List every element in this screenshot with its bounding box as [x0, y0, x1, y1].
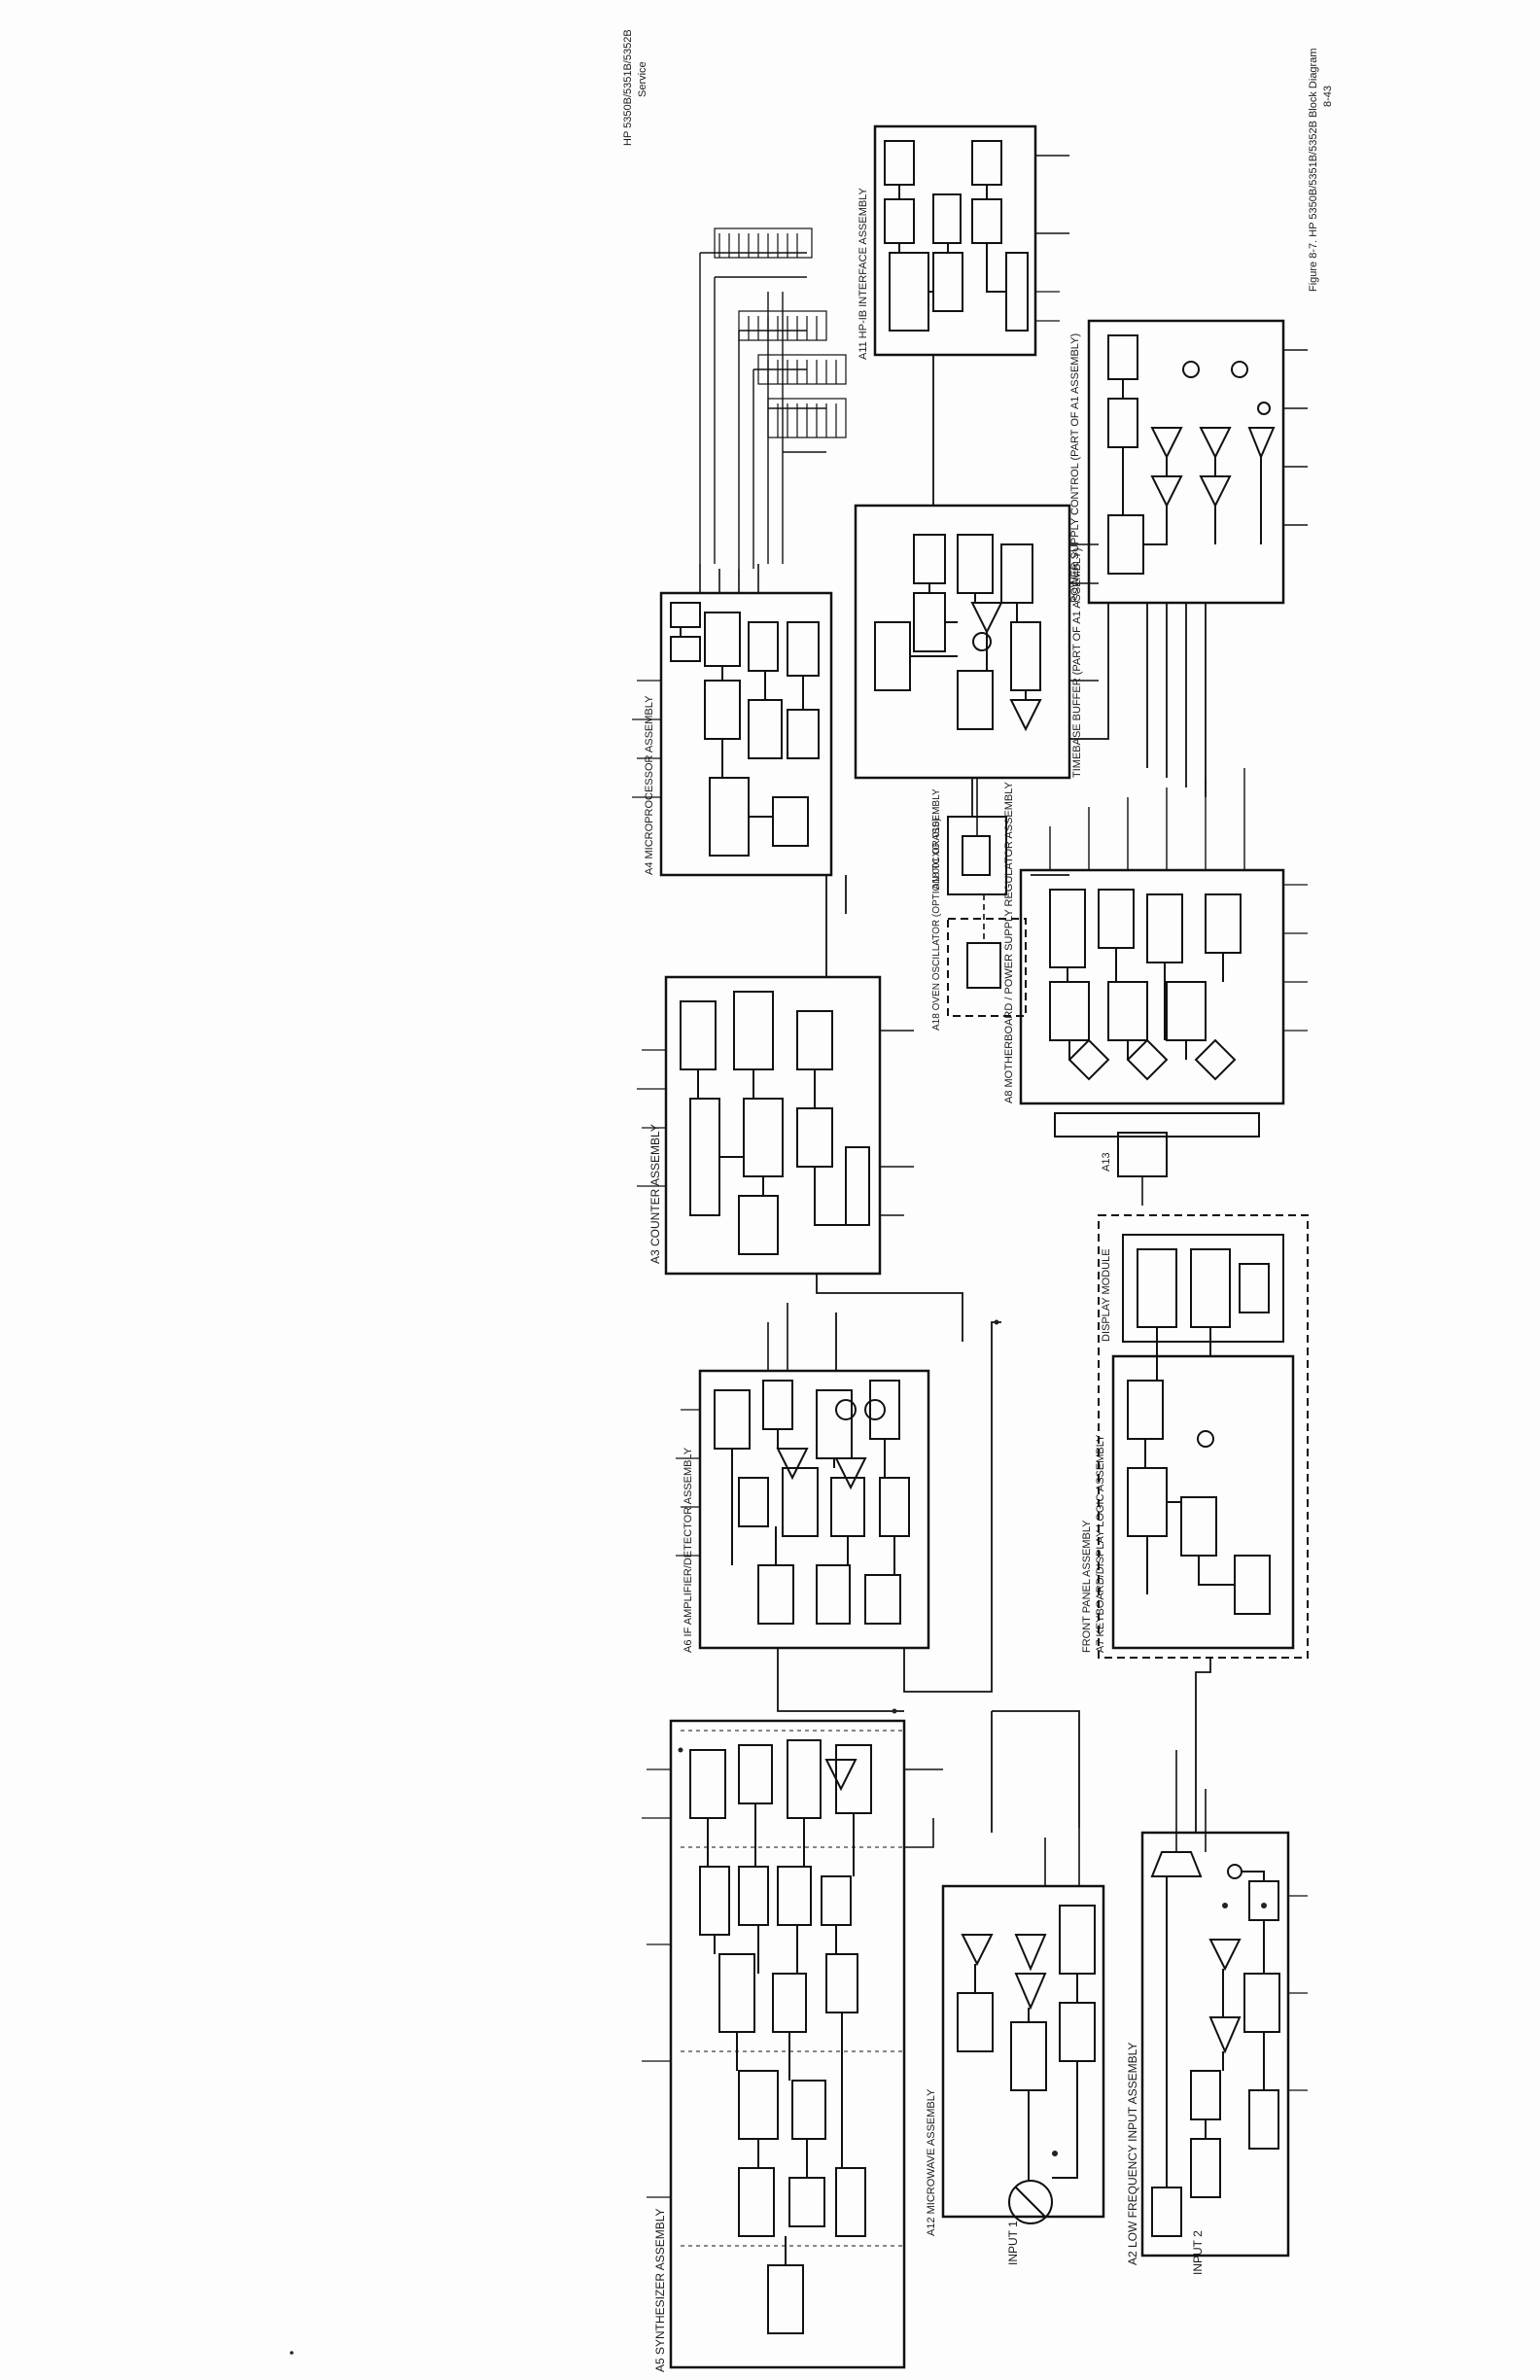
label-a7: A7 KEYBOARD/DISPLAY LOGIC ASSEMBLY: [1095, 1435, 1106, 1653]
label-a6: A6 IF AMPLIFIER/DETECTOR ASSEMBLY: [682, 1448, 694, 1653]
label-display-module: DISPLAY MODULE: [1101, 1248, 1112, 1342]
power-supply-control-block: [1089, 321, 1308, 603]
label-a3: A3 COUNTER ASSEMBLY: [648, 1124, 662, 1264]
annotation-marks: [290, 1320, 1267, 2355]
a2-low-frequency-block: [1142, 1750, 1288, 2256]
bus-connector-stacks: [715, 228, 846, 438]
label-a12: A12 MICROWAVE ASSEMBLY: [926, 2089, 937, 2236]
label-a18-oven: A18 OVEN OSCILLATOR (OPTION 001 OR 010): [931, 818, 942, 1031]
a3-counter-block: [666, 977, 914, 1274]
interconnect-wiring: [778, 355, 1210, 1833]
label-input2: INPUT 2: [1191, 2230, 1205, 2275]
a6-if-amplifier-block: [700, 1303, 928, 1648]
label-front-panel: FRONT PANEL ASSEMBLY: [1081, 1520, 1093, 1653]
header-model-line: HP 5350B/5351B/5352B: [622, 29, 634, 146]
header-section: Service: [637, 61, 648, 97]
a5-synthesizer-block: [671, 1721, 943, 2367]
label-a8: A8 MOTHERBOARD / POWER SUPPLY REGULATOR …: [1003, 782, 1015, 1103]
a4-microprocessor-block: [661, 564, 831, 875]
a18-tcxo-block: [948, 778, 1006, 894]
label-a2: A2 LOW FREQUENCY INPUT ASSEMBLY: [1126, 2043, 1139, 2265]
figure-caption: Figure 8-7. HP 5350B/5351B/5352B Block D…: [1308, 49, 1319, 293]
signal-stubs: [632, 292, 1308, 2197]
label-a4: A4 MICROPROCESSOR ASSEMBLY: [644, 696, 655, 875]
label-power-supply-control: POWER SUPPLY CONTROL (PART OF A1 ASSEMBL…: [1069, 333, 1081, 603]
label-a13: A13: [1101, 1152, 1112, 1172]
a8-motherboard-block: [1021, 768, 1283, 1137]
a13-block: [1118, 1133, 1167, 1206]
page-number: 8-43: [1322, 86, 1334, 107]
label-input1: INPUT 1: [1006, 2221, 1020, 2265]
timebase-buffer-block: [856, 506, 1099, 778]
label-a11: A11 HP-IB INTERFACE ASSEMBLY: [858, 188, 869, 360]
front-panel-block: [1099, 1215, 1308, 1658]
a12-microwave-block: [943, 1828, 1103, 2223]
label-a5: A5 SYNTHESIZER ASSEMBLY: [653, 2209, 667, 2373]
